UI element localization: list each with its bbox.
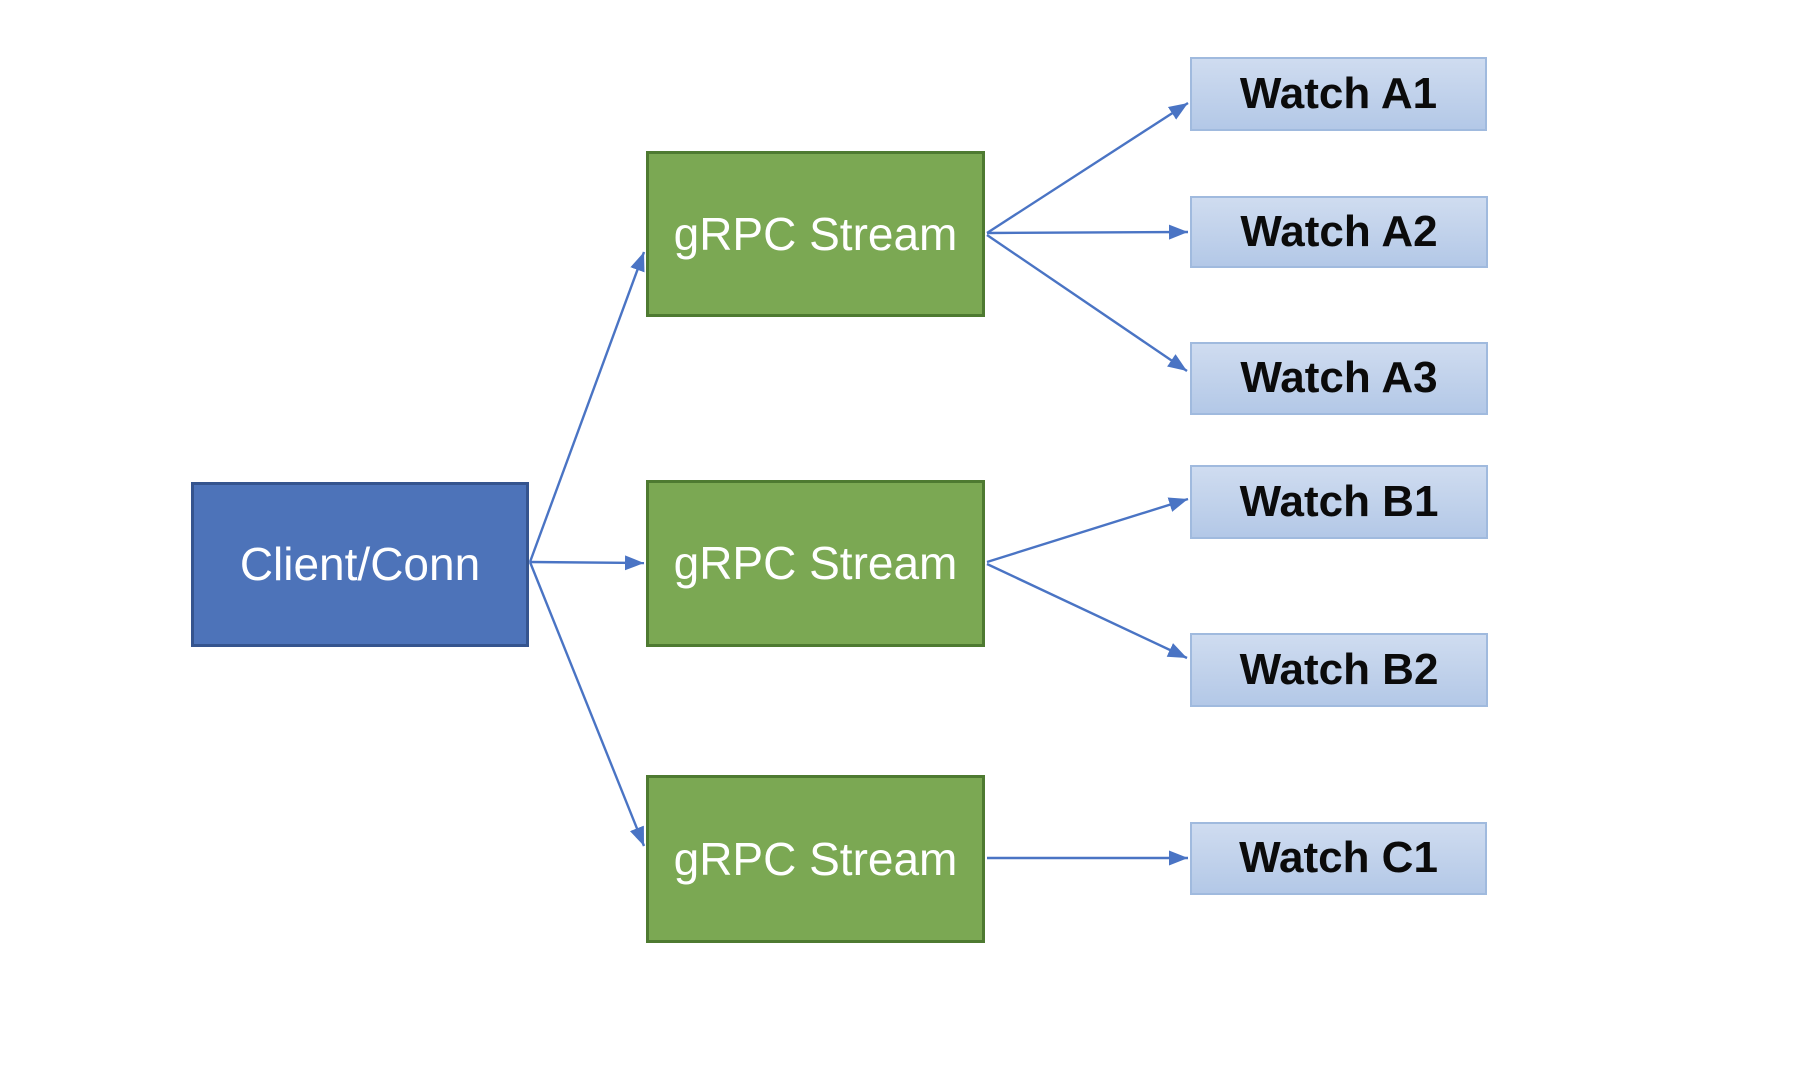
node-stream-a: gRPC Stream bbox=[646, 151, 985, 317]
node-label-stream-b: gRPC Stream bbox=[673, 537, 958, 590]
edge-stream-a-to-watch-a3 bbox=[986, 234, 1188, 372]
node-label-watch-a2: Watch A2 bbox=[1240, 206, 1438, 256]
edge-client-to-stream-c bbox=[528, 561, 646, 847]
node-label-watch-a3: Watch A3 bbox=[1240, 353, 1438, 403]
node-client: Client/Conn bbox=[191, 482, 529, 647]
node-label-stream-c: gRPC Stream bbox=[673, 832, 958, 885]
node-label-watch-b2: Watch B2 bbox=[1239, 644, 1439, 694]
node-watch-a2: Watch A2 bbox=[1190, 196, 1488, 268]
edge-client-to-stream-a bbox=[528, 251, 646, 563]
node-watch-b2: Watch B2 bbox=[1190, 633, 1488, 707]
edge-stream-b-to-watch-b1 bbox=[986, 497, 1189, 564]
node-watch-a1: Watch A1 bbox=[1190, 57, 1487, 131]
node-watch-b1: Watch B1 bbox=[1190, 465, 1488, 539]
node-label-watch-b1: Watch B1 bbox=[1239, 476, 1439, 526]
node-label-watch-c1: Watch C1 bbox=[1239, 833, 1438, 883]
node-watch-c1: Watch C1 bbox=[1190, 822, 1487, 895]
edge-stream-b-to-watch-b2 bbox=[986, 562, 1188, 660]
node-watch-a3: Watch A3 bbox=[1190, 342, 1488, 415]
node-stream-b: gRPC Stream bbox=[646, 480, 985, 647]
edge-stream-a-to-watch-a1 bbox=[986, 101, 1189, 235]
edge-client-to-stream-b bbox=[529, 555, 645, 571]
edge-stream-a-to-watch-a2 bbox=[986, 224, 1189, 240]
node-stream-c: gRPC Stream bbox=[646, 775, 985, 943]
node-label-client: Client/Conn bbox=[239, 538, 481, 591]
node-label-stream-a: gRPC Stream bbox=[673, 207, 958, 260]
node-label-watch-a1: Watch A1 bbox=[1239, 68, 1438, 118]
